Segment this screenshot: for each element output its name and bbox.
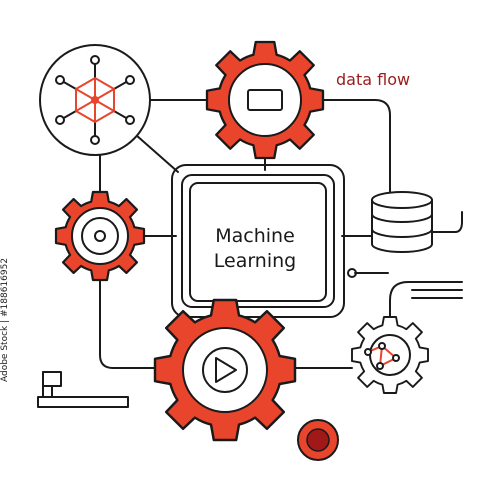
learning-label: Learning — [213, 250, 297, 272]
record-button-icon — [297, 419, 339, 461]
screen-icon — [247, 89, 283, 111]
stock-id-label: Adobe Stock | #188616952 — [0, 257, 10, 382]
cog-outline-icon — [352, 317, 428, 393]
network-node-circle — [39, 44, 151, 156]
left-gear — [56, 192, 144, 280]
toggle-icon — [37, 371, 129, 408]
connector-lines — [99, 99, 463, 369]
bottom-gear — [155, 300, 295, 440]
network-icon — [55, 55, 135, 145]
database-icon — [371, 191, 433, 253]
machine-learning-label: Machine Learning — [190, 224, 320, 274]
top-gear — [207, 42, 323, 158]
disc-icon — [81, 217, 119, 255]
data-flow-label: data flow — [336, 70, 411, 89]
machine-learning-box — [171, 164, 345, 318]
machine-label: Machine — [215, 225, 295, 247]
play-icon — [215, 357, 237, 383]
